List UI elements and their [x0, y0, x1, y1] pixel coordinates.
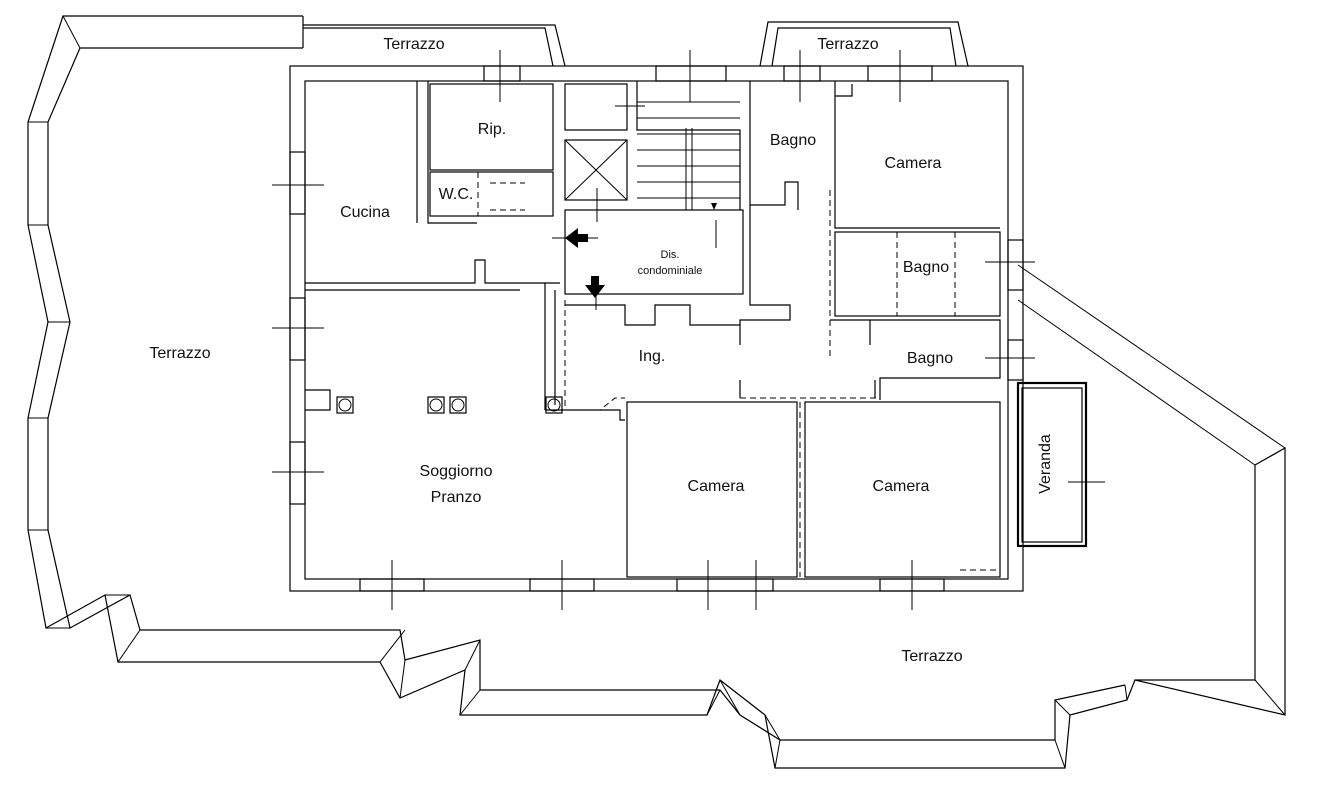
label-bagno-1: Bagno: [770, 132, 816, 149]
label-ing: Ing.: [639, 348, 666, 365]
label-pranzo: Pranzo: [431, 489, 482, 506]
interior-walls: [305, 81, 1001, 578]
label-terrazzo-left: Terrazzo: [149, 345, 210, 362]
label-dis: Dis.: [661, 249, 680, 261]
entrance-arrows: [565, 203, 717, 298]
windows: [289, 65, 1024, 592]
label-wc: W.C.: [439, 186, 474, 203]
label-cucina: Cucina: [340, 204, 390, 221]
veranda-structure: [1016, 381, 1088, 548]
label-camera-top-right: Camera: [885, 155, 942, 172]
label-terrazzo-bottom: Terrazzo: [901, 648, 962, 665]
terrace-parapet-top: [302, 16, 969, 67]
label-camera-right: Camera: [873, 478, 930, 495]
stairs: [637, 101, 740, 210]
label-bagno-2: Bagno: [903, 259, 949, 276]
section-markers: [272, 50, 1105, 610]
label-camera-mid: Camera: [688, 478, 745, 495]
terrace-parapet-right: [1017, 264, 1286, 466]
terrace-parapet-left: [27, 15, 1286, 769]
label-soggiorno: Soggiorno: [420, 463, 493, 480]
label-terrazzo-top-right: Terrazzo: [817, 36, 878, 53]
building-outer-wall: [289, 65, 1024, 592]
label-rip: Rip.: [478, 121, 506, 138]
label-bagno-3: Bagno: [907, 350, 953, 367]
label-terrazzo-top-left: Terrazzo: [383, 36, 444, 53]
columns: [336, 396, 563, 414]
label-veranda: Veranda: [1037, 434, 1054, 494]
label-condominiale: condominiale: [638, 265, 703, 277]
